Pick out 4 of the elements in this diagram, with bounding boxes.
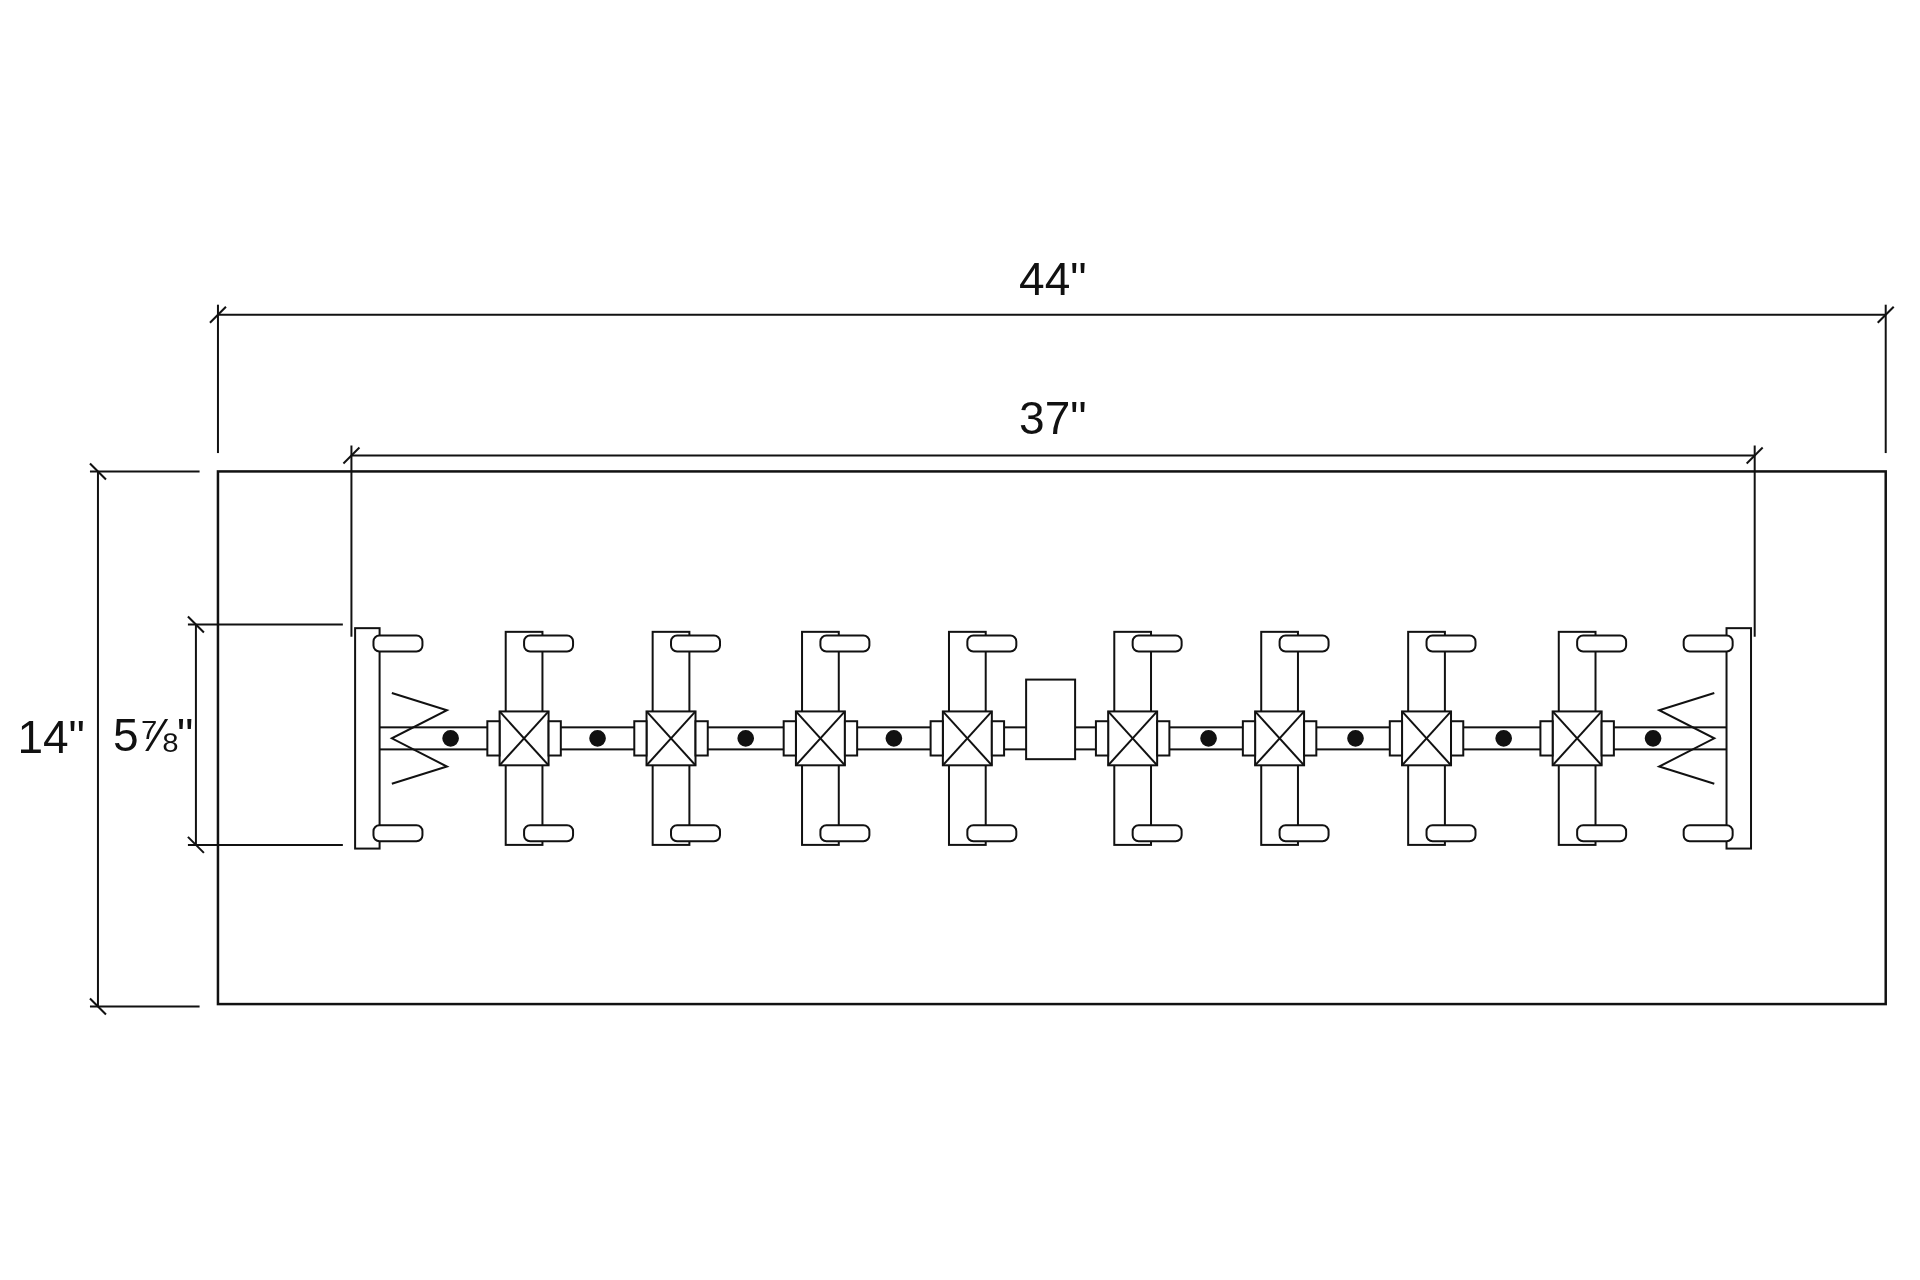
dimension-label: 37" <box>1019 394 1087 441</box>
dimension-label: 14" <box>17 714 85 761</box>
dimension-label: 44" <box>1019 256 1087 303</box>
dimension-label: 5⅞" <box>113 711 194 758</box>
